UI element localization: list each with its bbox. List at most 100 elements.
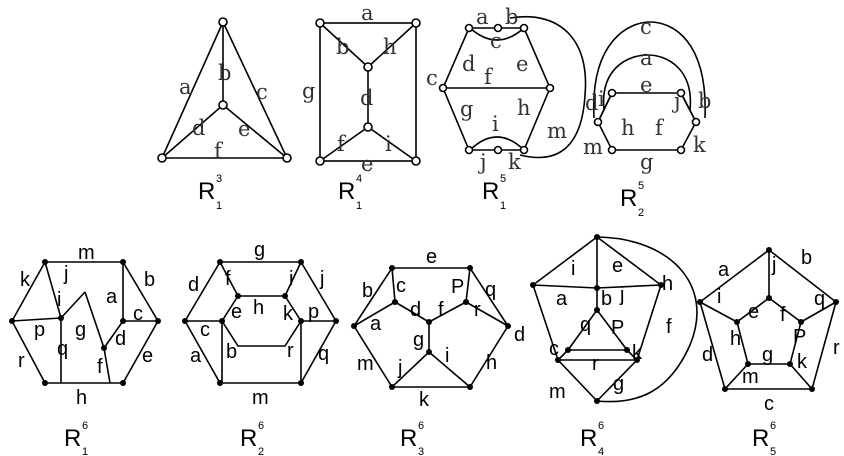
edge-label: k	[20, 269, 31, 291]
vertex	[676, 88, 686, 98]
edge-label: g	[413, 329, 424, 351]
edge-i	[428, 351, 471, 388]
graph-r6-1: m k j b i a c p g d q f r e h R 6 1	[9, 242, 161, 456]
vertex	[217, 380, 223, 386]
outer-hexagon	[597, 92, 697, 151]
edge-label: a	[718, 259, 730, 281]
edge-label: d	[192, 116, 205, 140]
svg-text:6: 6	[258, 420, 264, 432]
edge-label: d	[514, 324, 525, 346]
graph-title: R 3 1	[198, 173, 222, 212]
graph-r6-5: a j b i q e f P h g k r d m c R 6 5	[697, 247, 840, 456]
graph-title: R 4 1	[338, 173, 362, 212]
edge-label: q	[814, 288, 825, 310]
svg-text:3: 3	[418, 446, 424, 456]
edge-label: d	[188, 274, 199, 296]
vertex	[555, 357, 561, 363]
vertex	[787, 361, 793, 367]
vertex	[315, 18, 325, 28]
svg-text:R: R	[580, 425, 597, 452]
edge-label: i	[289, 268, 293, 290]
vertex	[42, 380, 48, 386]
edge-label: r	[833, 337, 840, 359]
graph-title: R 5 1	[482, 173, 506, 212]
edge-f	[219, 261, 239, 297]
edge-label: e	[640, 73, 652, 97]
edge-i	[284, 261, 302, 297]
inner-triangle	[566, 308, 629, 351]
edge-label: k	[283, 303, 294, 325]
vertex	[363, 62, 373, 72]
edge-label: f	[97, 356, 103, 378]
edge-label: a	[370, 313, 382, 335]
edge-label: e	[361, 152, 373, 176]
vertex	[467, 265, 473, 271]
vertex	[530, 282, 536, 288]
vertex	[282, 153, 292, 163]
edge-label: c	[200, 319, 210, 341]
vertex	[219, 318, 225, 324]
edge-label: b	[801, 247, 812, 269]
vertex	[798, 319, 804, 325]
edge-label: e	[142, 345, 153, 367]
vertex	[809, 386, 815, 392]
vertex	[101, 345, 107, 351]
vertex	[298, 259, 304, 265]
vertex	[467, 384, 473, 390]
svg-text:R: R	[64, 425, 81, 452]
svg-text:R: R	[752, 425, 769, 452]
edge-label: b	[505, 5, 518, 29]
edge-label: g	[302, 79, 315, 103]
edge-label: j	[619, 284, 624, 306]
edge-f	[319, 126, 369, 162]
vertex	[438, 83, 448, 93]
edge-label: P	[793, 326, 806, 348]
svg-text:R: R	[482, 178, 499, 205]
edge-label: h	[486, 352, 497, 374]
svg-text:6: 6	[598, 420, 604, 432]
edge-label: a	[476, 5, 489, 29]
edge-h	[367, 22, 417, 68]
outer-rectangle	[319, 22, 417, 162]
edge-i	[699, 301, 738, 323]
edge-label: e	[748, 301, 759, 323]
edge-label: g	[460, 97, 473, 121]
edge-m	[557, 359, 598, 402]
edge-label: j	[477, 150, 487, 174]
vertex	[42, 259, 48, 265]
edge-label: c	[640, 15, 652, 39]
edge-label: a	[179, 75, 192, 99]
vertex	[315, 156, 325, 166]
edge-c	[222, 21, 288, 159]
svg-text:5: 5	[638, 180, 644, 192]
edge-label: q	[485, 279, 496, 301]
edge-label: d	[410, 299, 421, 321]
graph-r3-1: a b c d e f R 3 1	[157, 17, 292, 212]
vertex	[691, 117, 701, 127]
svg-text:R: R	[198, 178, 215, 205]
edge-label: a	[556, 288, 568, 310]
edge-label: e	[516, 52, 528, 76]
svg-text:5: 5	[770, 446, 776, 456]
vertex	[722, 386, 728, 392]
vertex	[217, 259, 223, 265]
vertex	[298, 380, 304, 386]
inner-pentagon	[736, 297, 802, 365]
edge-label: e	[426, 246, 437, 268]
vertex	[218, 100, 228, 110]
edge-a	[602, 54, 692, 111]
edge-d	[394, 301, 430, 323]
edge-q	[465, 267, 471, 303]
graph-r6-4: i e h b j a P q d f c k r g m R 6 4	[514, 234, 698, 456]
edge-label: d	[360, 86, 373, 110]
edge-label: b	[601, 288, 612, 310]
vertex	[363, 122, 373, 132]
edge-g2	[84, 291, 105, 349]
edge-label: b	[226, 341, 237, 363]
graph-r4-1: a b h g c d f i e R 4 1	[302, 1, 438, 212]
vertex	[155, 318, 161, 324]
vertex	[545, 83, 555, 93]
edge-d	[103, 320, 124, 349]
edge-label: b	[218, 61, 231, 85]
edge-label: h	[621, 116, 635, 140]
